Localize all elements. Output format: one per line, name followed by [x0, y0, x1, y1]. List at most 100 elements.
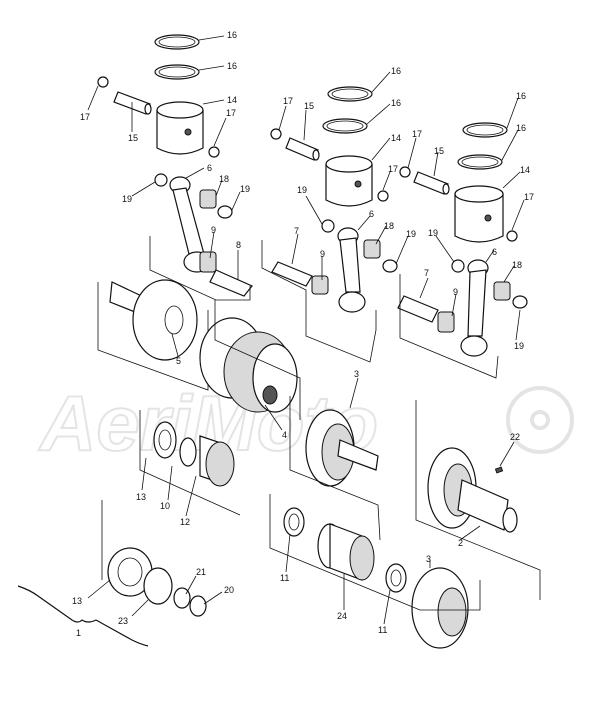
- callout-13a: 13: [136, 492, 146, 502]
- callout-6c: 6: [492, 247, 497, 257]
- callout-labels: 16 16 17 14 15 17 6 18 19 19 9 8 5 4 16 …: [72, 30, 534, 638]
- callout-19d: 19: [406, 229, 416, 239]
- bearing-11-right: [385, 563, 407, 593]
- callout-7b: 7: [424, 268, 429, 278]
- piston-ring-middle-upper: [327, 86, 373, 102]
- piston-ring-middle-lower: [322, 118, 368, 134]
- callout-7a: 7: [294, 226, 299, 236]
- main-bearing-seal-left: [101, 500, 207, 617]
- callout-14a: 14: [227, 95, 237, 105]
- needle-bearing-left-lower: [199, 251, 217, 273]
- callout-19c: 19: [297, 185, 307, 195]
- callout-1: 1: [76, 628, 81, 638]
- piston-right: [454, 185, 504, 243]
- watermark-wheel-icon: [506, 386, 574, 454]
- callout-16a: 16: [227, 30, 237, 40]
- callout-19a: 19: [122, 194, 132, 204]
- callout-14b: 14: [391, 133, 401, 143]
- callout-17b: 17: [226, 108, 236, 118]
- callout-6a: 6: [207, 163, 212, 173]
- connecting-rod-right: [460, 259, 489, 357]
- needle-bearing-middle-upper: [363, 239, 381, 259]
- crank-flange-right: [415, 400, 541, 600]
- callout-18a: 18: [219, 174, 229, 184]
- circlip-middle-2: [377, 190, 389, 202]
- callout-10: 10: [160, 501, 170, 511]
- circlip-left-1: [97, 76, 109, 88]
- callout-19f: 19: [514, 341, 524, 351]
- wrist-pin-left: [113, 91, 152, 115]
- callout-9c: 9: [453, 287, 458, 297]
- crankpin-left: [209, 269, 253, 297]
- callout-21: 21: [196, 567, 206, 577]
- callout-14c: 14: [520, 165, 530, 175]
- callout-17e: 17: [412, 129, 422, 139]
- crank-wheel-center: [199, 300, 301, 420]
- callout-23: 23: [118, 616, 128, 626]
- thrust-washer-right-a: [451, 259, 465, 273]
- thrust-washer-left-b: [217, 205, 233, 219]
- callout-19b: 19: [240, 184, 250, 194]
- callout-5: 5: [176, 356, 181, 366]
- callout-19e: 19: [428, 228, 438, 238]
- box-left-rod: [149, 236, 251, 301]
- needle-bearing-right-lower: [437, 311, 455, 333]
- woodruff-key: [494, 466, 504, 474]
- box-middle-rod: [261, 240, 377, 363]
- leader-lines: [87, 35, 525, 625]
- callout-13b: 13: [72, 596, 82, 606]
- callout-20: 20: [224, 585, 234, 595]
- wrist-pin-middle: [285, 137, 320, 161]
- crankpin-right: [397, 295, 439, 323]
- crank-flange-output: [269, 494, 481, 649]
- callout-17c: 17: [283, 96, 293, 106]
- callout-16e: 16: [516, 91, 526, 101]
- thrust-washer-middle-b: [382, 259, 398, 273]
- callout-16b: 16: [227, 61, 237, 71]
- piston-ring-left-lower: [154, 64, 200, 80]
- thrust-washer-right-b: [512, 295, 528, 309]
- callout-17a: 17: [80, 112, 90, 122]
- box-right-rod: [399, 274, 499, 379]
- wrist-pin-right: [413, 171, 450, 195]
- needle-bearing-middle-lower: [311, 275, 329, 295]
- callout-16d: 16: [391, 98, 401, 108]
- piston-left: [156, 101, 204, 155]
- bearing-11-left: [283, 507, 305, 537]
- circlip-middle-1: [270, 128, 282, 140]
- callout-11b: 11: [378, 625, 387, 635]
- piston-ring-left-upper: [154, 34, 200, 50]
- needle-bearing-left-upper: [199, 189, 217, 209]
- callout-15c: 15: [434, 146, 444, 156]
- crankpin-middle: [271, 261, 313, 287]
- circlip-right-2: [506, 230, 518, 242]
- main-bearing-center: [139, 410, 241, 516]
- callout-22: 22: [510, 432, 520, 442]
- callout-8: 8: [236, 240, 241, 250]
- crank-wheel-left: [97, 279, 209, 391]
- callout-9b: 9: [320, 249, 325, 259]
- callout-16c: 16: [391, 66, 401, 76]
- callout-18b: 18: [384, 221, 394, 231]
- callout-6b: 6: [369, 209, 374, 219]
- callout-24: 24: [337, 611, 347, 621]
- callout-2: 2: [458, 538, 463, 548]
- callout-9a: 9: [211, 225, 216, 235]
- callout-12: 12: [180, 517, 190, 527]
- assembly-bracket: [17, 585, 149, 647]
- circlip-right-1: [399, 166, 411, 178]
- callout-15b: 15: [304, 101, 314, 111]
- callout-17f: 17: [524, 192, 534, 202]
- callout-4: 4: [282, 430, 287, 440]
- callout-3b: 3: [426, 554, 431, 564]
- callout-17d: 17: [388, 164, 398, 174]
- crank-flange-middle: [289, 396, 381, 541]
- piston-ring-right-upper: [462, 122, 508, 138]
- callout-15a: 15: [128, 133, 138, 143]
- circlip-left-2: [208, 146, 220, 158]
- connecting-rod-middle: [337, 227, 366, 313]
- thrust-washer-left-a: [154, 173, 168, 187]
- center-main-bearing: [317, 523, 375, 581]
